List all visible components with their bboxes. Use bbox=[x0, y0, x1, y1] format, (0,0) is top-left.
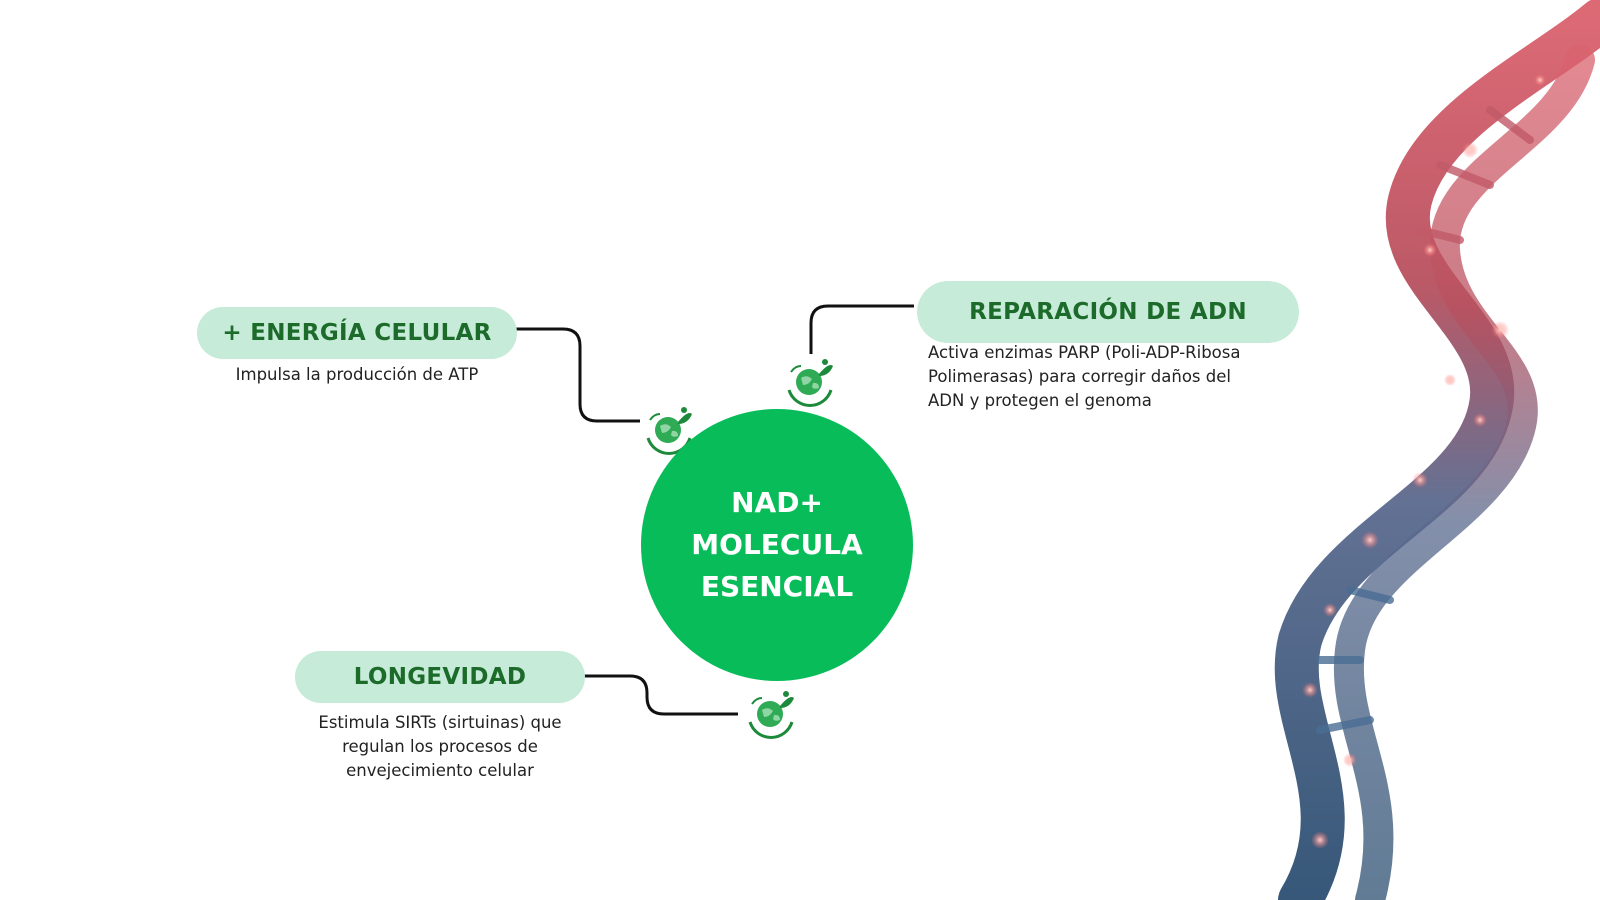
globe-leaf-logo-icon bbox=[742, 686, 800, 744]
description-line: ADN y protegen el genoma bbox=[928, 391, 1152, 410]
node-adn-description: Activa enzimas PARP (Poli-ADP-Ribosa Pol… bbox=[928, 341, 1298, 413]
connector-longevidad bbox=[582, 674, 738, 716]
description-line: regulan los procesos de bbox=[342, 737, 538, 756]
node-energia-title: + ENERGÍA CELULAR bbox=[197, 307, 517, 359]
globe-leaf-logo-icon bbox=[781, 354, 839, 412]
node-energia-description: Impulsa la producción de ATP bbox=[197, 363, 517, 387]
center-line: NAD+ bbox=[731, 486, 823, 519]
node-longevidad-title: LONGEVIDAD bbox=[295, 651, 585, 703]
node-adn-title: REPARACIÓN DE ADN bbox=[917, 281, 1299, 343]
center-line: ESENCIAL bbox=[700, 570, 854, 603]
center-node: NAD+ MOLECULA ESENCIAL bbox=[641, 409, 913, 681]
description-line: Impulsa la producción de ATP bbox=[235, 365, 479, 384]
center-line: MOLECULA bbox=[691, 528, 863, 561]
description-line: Activa enzimas PARP (Poli-ADP-Ribosa bbox=[928, 343, 1241, 362]
description-line: Polimerasas) para corregir daños del bbox=[928, 367, 1231, 386]
connector-adn bbox=[809, 304, 914, 356]
description-line: Estimula SIRTs (sirtuinas) que bbox=[318, 713, 562, 732]
dna-helix-image bbox=[1274, 0, 1600, 900]
description-line: envejecimiento celular bbox=[346, 761, 534, 780]
node-longevidad-description: Estimula SIRTs (sirtuinas) que regulan l… bbox=[285, 711, 595, 783]
connector-energia bbox=[514, 327, 640, 423]
